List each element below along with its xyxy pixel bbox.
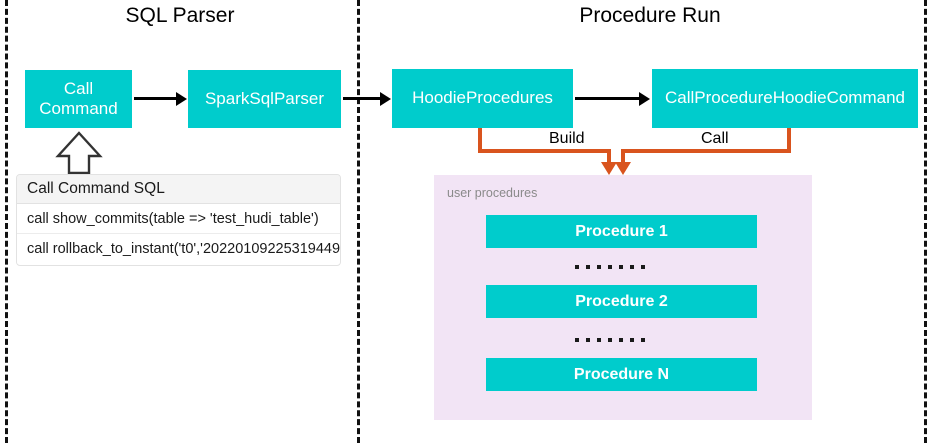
sql-table-row-1: call show_commits(table => 'test_hudi_ta… (17, 204, 340, 234)
section-title-procedure-run: Procedure Run (579, 4, 721, 27)
orange-arrow-head-build (601, 162, 617, 175)
procedure-box-2[interactable]: Procedure 2 (486, 285, 757, 318)
sql-table-row-2: call rollback_to_instant('t0','202201092… (17, 234, 340, 264)
procedure-box-1[interactable]: Procedure 1 (486, 215, 757, 248)
orange-connector-call-drop (621, 149, 625, 164)
node-spark-sql-parser[interactable]: SparkSqlParser (188, 70, 341, 128)
node-call-procedure-hoodie-command[interactable]: CallProcedureHoodieCommand (652, 69, 918, 128)
edge-label-build: Build (545, 130, 589, 148)
flow-arrow-line-call-command-to-spark-sql-parser (134, 97, 176, 100)
procedures-separator-2 (575, 338, 645, 342)
section-title-sql-parser: SQL Parser (125, 4, 235, 27)
node-call-command[interactable]: Call Command (25, 70, 132, 128)
orange-connector-build-drop (607, 149, 611, 164)
orange-connector-build-vertical (478, 128, 482, 153)
flow-arrow-line-hoodie-procedures-to-call-procedure-hoodie-command (575, 97, 639, 100)
orange-connector-call-horizontal (621, 149, 791, 153)
section-divider-middle (357, 0, 360, 443)
edge-label-call: Call (697, 130, 733, 148)
section-divider-right (924, 0, 927, 443)
node-hoodie-procedures[interactable]: HoodieProcedures (392, 69, 573, 128)
user-procedures-panel-label: user procedures (447, 186, 538, 200)
orange-connector-call-vertical (787, 128, 791, 153)
flow-arrow-head-hoodie-procedures-to-call-procedure-hoodie-command (639, 92, 650, 106)
call-command-sql-table: Call Command SQL call show_commits(table… (16, 174, 341, 266)
hollow-up-arrow-icon (55, 131, 103, 175)
flow-arrow-line-spark-sql-parser-to-hoodie-procedures (343, 97, 380, 100)
section-divider-left (5, 0, 8, 443)
procedures-separator-1 (575, 265, 645, 269)
procedure-box-n[interactable]: Procedure N (486, 358, 757, 391)
orange-arrow-head-call (615, 162, 631, 175)
flow-arrow-head-call-command-to-spark-sql-parser (176, 92, 187, 106)
sql-table-header: Call Command SQL (17, 175, 340, 204)
orange-connector-build-horizontal (478, 149, 611, 153)
flow-arrow-head-spark-sql-parser-to-hoodie-procedures (380, 92, 391, 106)
